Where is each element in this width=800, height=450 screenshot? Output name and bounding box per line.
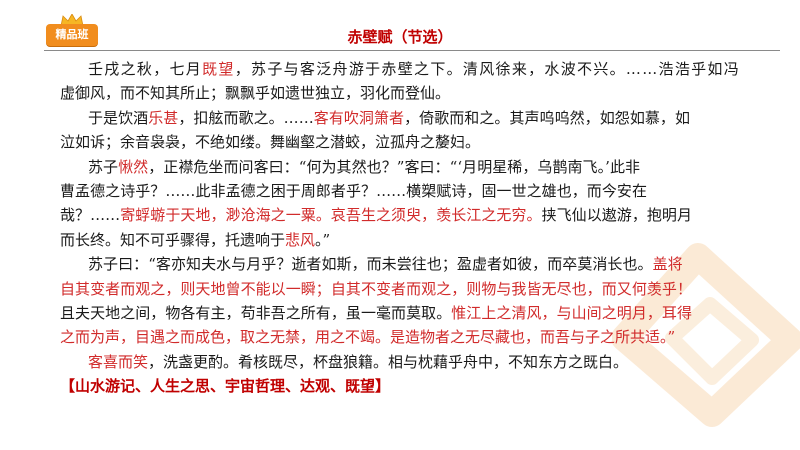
text-segment: 。” (315, 230, 331, 249)
text-line: 之而为声，目遇之而成色，取之无禁，用之不竭。是造物者之无尽藏也，而吾与子之所共适… (60, 325, 740, 349)
highlighted-phrase: 客有吹洞箫者 (313, 108, 405, 127)
page-title: 赤壁赋（节选） (347, 28, 453, 46)
text-line: 自其变者而观之，则天地曾不能以一瞬；自其不变者而观之，则物与我皆无尽也，而又何羡… (60, 277, 740, 301)
text-segment: 苏子曰：“客亦知夫水与月乎？逝者如斯，而未尝往也；盈虚者如彼，而卒莫消长也。 (88, 255, 653, 274)
text-segment: 而长终。知不可乎骤得，托遗响于 (60, 230, 286, 249)
text-segment: 曹孟德之诗乎？……此非孟德之困于周郎者乎？……横槊赋诗，固一世之雄也，而今安在 (60, 181, 648, 200)
badge-label: 精品班 (46, 24, 98, 46)
text-line: 且夫天地之间，物各有主，苟非吾之所有，虽一毫而莫取。惟江上之清风，与山间之明月，… (60, 301, 740, 325)
text-segment: ，扣舷而歌之。…… (178, 108, 314, 127)
text-segment: 且夫天地之间，物各有主，苟非吾之所有，虽一毫而莫取。 (60, 303, 452, 322)
text-segment: 于是饮酒 (88, 108, 149, 127)
text-segment: ，倚歌而和之。其声呜呜然，如怨如慕，如 (404, 108, 691, 127)
highlighted-phrase: 既望 (202, 60, 235, 78)
text-segment: 苏子 (88, 157, 119, 176)
text-segment: ，正襟危坐而问客曰：“何为其然也？”客曰：“‘月明星稀，乌鹊南飞。’此非 (148, 157, 641, 176)
passage-text: 壬戌之秋，七月既望，苏子与客泛舟游于赤壁之下。清风徐来，水波不兴。……浩浩乎如冯… (60, 57, 740, 398)
text-line: 而长终。知不可乎骤得，托遗响于悲风。” (60, 228, 740, 252)
highlighted-phrase: 自其变者而观之，则天地曾不能以一瞬；自其不变者而观之，则物与我皆无尽也，而又何羡… (60, 279, 693, 298)
text-segment: 虚御风，而不知其所止；飘飘乎如遗世独立，羽化而登仙。 (60, 84, 451, 103)
text-line: 于是饮酒乐甚，扣舷而歌之。……客有吹洞箫者，倚歌而和之。其声呜呜然，如怨如慕，如 (88, 106, 740, 130)
highlighted-phrase: 盖将 (652, 255, 683, 274)
text-line: 壬戌之秋，七月既望，苏子与客泛舟游于赤壁之下。清风徐来，水波不兴。……浩浩乎如冯 (88, 57, 740, 81)
text-line: 泣如诉；余音袅袅，不绝如缕。舞幽壑之潜蛟，泣孤舟之嫠妇。 (60, 130, 740, 154)
text-line: 苏子愀然，正襟危坐而问客曰：“何为其然也？”客曰：“‘月明星稀，乌鹊南飞。’此非 (88, 155, 740, 179)
decorative-logo-watermark (612, 243, 800, 427)
text-line: 曹孟德之诗乎？……此非孟德之困于周郎者乎？……横槊赋诗，固一世之雄也，而今安在 (60, 179, 740, 203)
highlighted-phrase: 愀然 (118, 157, 149, 176)
text-line: 客喜而笑，洗盏更酌。肴核既尽，杯盘狼籍。相与枕藉乎舟中，不知东方之既白。 (88, 350, 740, 374)
text-segment: ，苏子与客泛舟游于赤壁之下。清风徐来，水波不兴。……浩浩乎如冯 (234, 60, 741, 78)
text-line: 虚御风，而不知其所止；飘飘乎如遗世独立，羽化而登仙。 (60, 81, 740, 105)
text-segment: ，洗盏更酌。肴核既尽，杯盘狼籍。相与枕藉乎舟中，不知东方之既白。 (148, 352, 629, 371)
text-segment: 挟飞仙以遨游，抱明月 (541, 206, 693, 225)
text-line: 哉？……寄蜉蝣于天地，渺沧海之一粟。哀吾生之须臾，羡长江之无穷。挟飞仙以遨游，抱… (60, 203, 740, 227)
text-segment: 哉？…… (60, 206, 121, 225)
summary-tags: 【山水游记、人生之思、宇宙哲理、达观、既望】 (60, 374, 740, 398)
text-segment: 泣如诉；余音袅袅，不绝如缕。舞幽壑之潜蛟，泣孤舟之嫠妇。 (60, 133, 481, 152)
premium-class-badge: 精品班 (46, 14, 98, 48)
highlighted-phrase: 悲风 (285, 230, 316, 249)
highlighted-phrase: 惟江上之清风，与山间之明月，耳得 (451, 303, 693, 322)
highlighted-phrase: 乐甚 (148, 108, 179, 127)
text-segment: 【山水游记、人生之思、宇宙哲理、达观、既望】 (60, 377, 391, 396)
highlighted-phrase: 客喜而笑 (88, 352, 149, 371)
text-segment: 壬戌之秋，七月 (88, 60, 203, 78)
highlighted-phrase: 寄蜉蝣于天地，渺沧海之一粟。哀吾生之须臾，羡长江之无穷。 (120, 206, 542, 225)
highlighted-phrase: 之而为声，目遇之而成色，取之无禁，用之不竭。是造物者之无尽藏也，而吾与子之所共适… (60, 328, 676, 347)
title-divider (44, 50, 780, 51)
text-line: 苏子曰：“客亦知夫水与月乎？逝者如斯，而未尝往也；盈虚者如彼，而卒莫消长也。盖将 (88, 252, 740, 276)
